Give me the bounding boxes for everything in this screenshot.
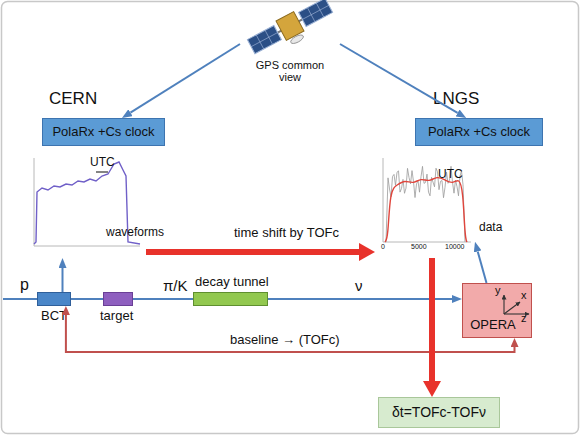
beam-line [3, 298, 37, 300]
component-label: target [100, 309, 133, 324]
connector-arrow [268, 298, 452, 300]
receiver-box: PolaRx +Cs clockCERN [42, 118, 165, 146]
box-label: PolaRx +Cs clock [428, 125, 530, 140]
target-box: target [103, 292, 133, 306]
axis-line [503, 295, 504, 314]
box-label: PolaRx +Cs clock [52, 125, 154, 140]
edge-label: ν [355, 277, 363, 294]
site-heading: CERN [49, 89, 97, 109]
time-reference: UTC [90, 156, 115, 170]
formula: δt=TOFc-TOFν [392, 404, 486, 420]
edge-label: baseline → (TOFc) [230, 333, 340, 348]
axis-line [504, 302, 520, 314]
node-art [28, 150, 146, 258]
node-body: PolaRx +Cs clock [43, 119, 164, 145]
node-art [375, 150, 475, 258]
axis-tick: 0 [381, 243, 385, 251]
plot-axis [383, 158, 471, 242]
bct-box: BCT [37, 292, 71, 306]
signal-arrow [429, 258, 435, 381]
solar-panel [247, 26, 281, 54]
plot-label: waveforms [106, 226, 164, 240]
signal-arrow [146, 249, 359, 255]
particle-label: p [20, 276, 29, 294]
site-heading: LNGS [433, 89, 479, 109]
utc-tick [96, 171, 108, 172]
panel-grid [251, 33, 277, 47]
connector-arrow [66, 315, 515, 352]
satellite-icon [246, 0, 337, 63]
edge-label: time shift by TOFc [234, 226, 339, 241]
data-line [386, 166, 465, 242]
connectors [63, 44, 515, 381]
connector-arrow [133, 298, 193, 300]
satellite-dish [289, 33, 304, 45]
node-body: δt=TOFc-TOFν [379, 398, 499, 427]
edge-label: π/K [163, 277, 188, 294]
connector-arrow [478, 251, 487, 283]
connector-arrow [340, 44, 458, 113]
connector-arrow [130, 44, 240, 113]
node-body: PolaRx +Cs clock [416, 119, 542, 145]
node-body [104, 293, 132, 305]
time-reference: UTC [438, 168, 463, 182]
fit-line [385, 178, 467, 242]
node-body [38, 293, 70, 305]
connector-arrow [62, 268, 64, 292]
detector-box: OPERA [462, 283, 532, 338]
solar-panel [299, 0, 333, 26]
axis-tick: 5000 [411, 243, 427, 251]
axis-tick: 10000 [445, 243, 464, 251]
receiver-box: PolaRx +Cs clockLNGS [415, 118, 543, 146]
node-body [375, 150, 475, 258]
panel-grid [302, 5, 328, 19]
node-body [194, 293, 267, 305]
connector-arrow [71, 298, 103, 300]
detector-label: OPERA [470, 318, 516, 333]
satellite-label: GPS common view [250, 59, 330, 84]
component-label: decay tunnel [195, 275, 269, 290]
axis-line [504, 313, 529, 314]
node-body [28, 150, 146, 258]
edge-label: data [479, 221, 502, 235]
data-plot: UTC [375, 150, 475, 258]
node-body: GPS common view [240, 2, 340, 86]
gps-satellite: GPS common view [240, 2, 340, 86]
waveform-plot: UTCwaveforms [28, 150, 146, 258]
node-body: OPERA [463, 284, 531, 337]
decay-tunnel-box: decay tunnel [193, 292, 268, 306]
result-box: δt=TOFc-TOFν [378, 397, 500, 428]
component-label: BCT [41, 309, 67, 324]
